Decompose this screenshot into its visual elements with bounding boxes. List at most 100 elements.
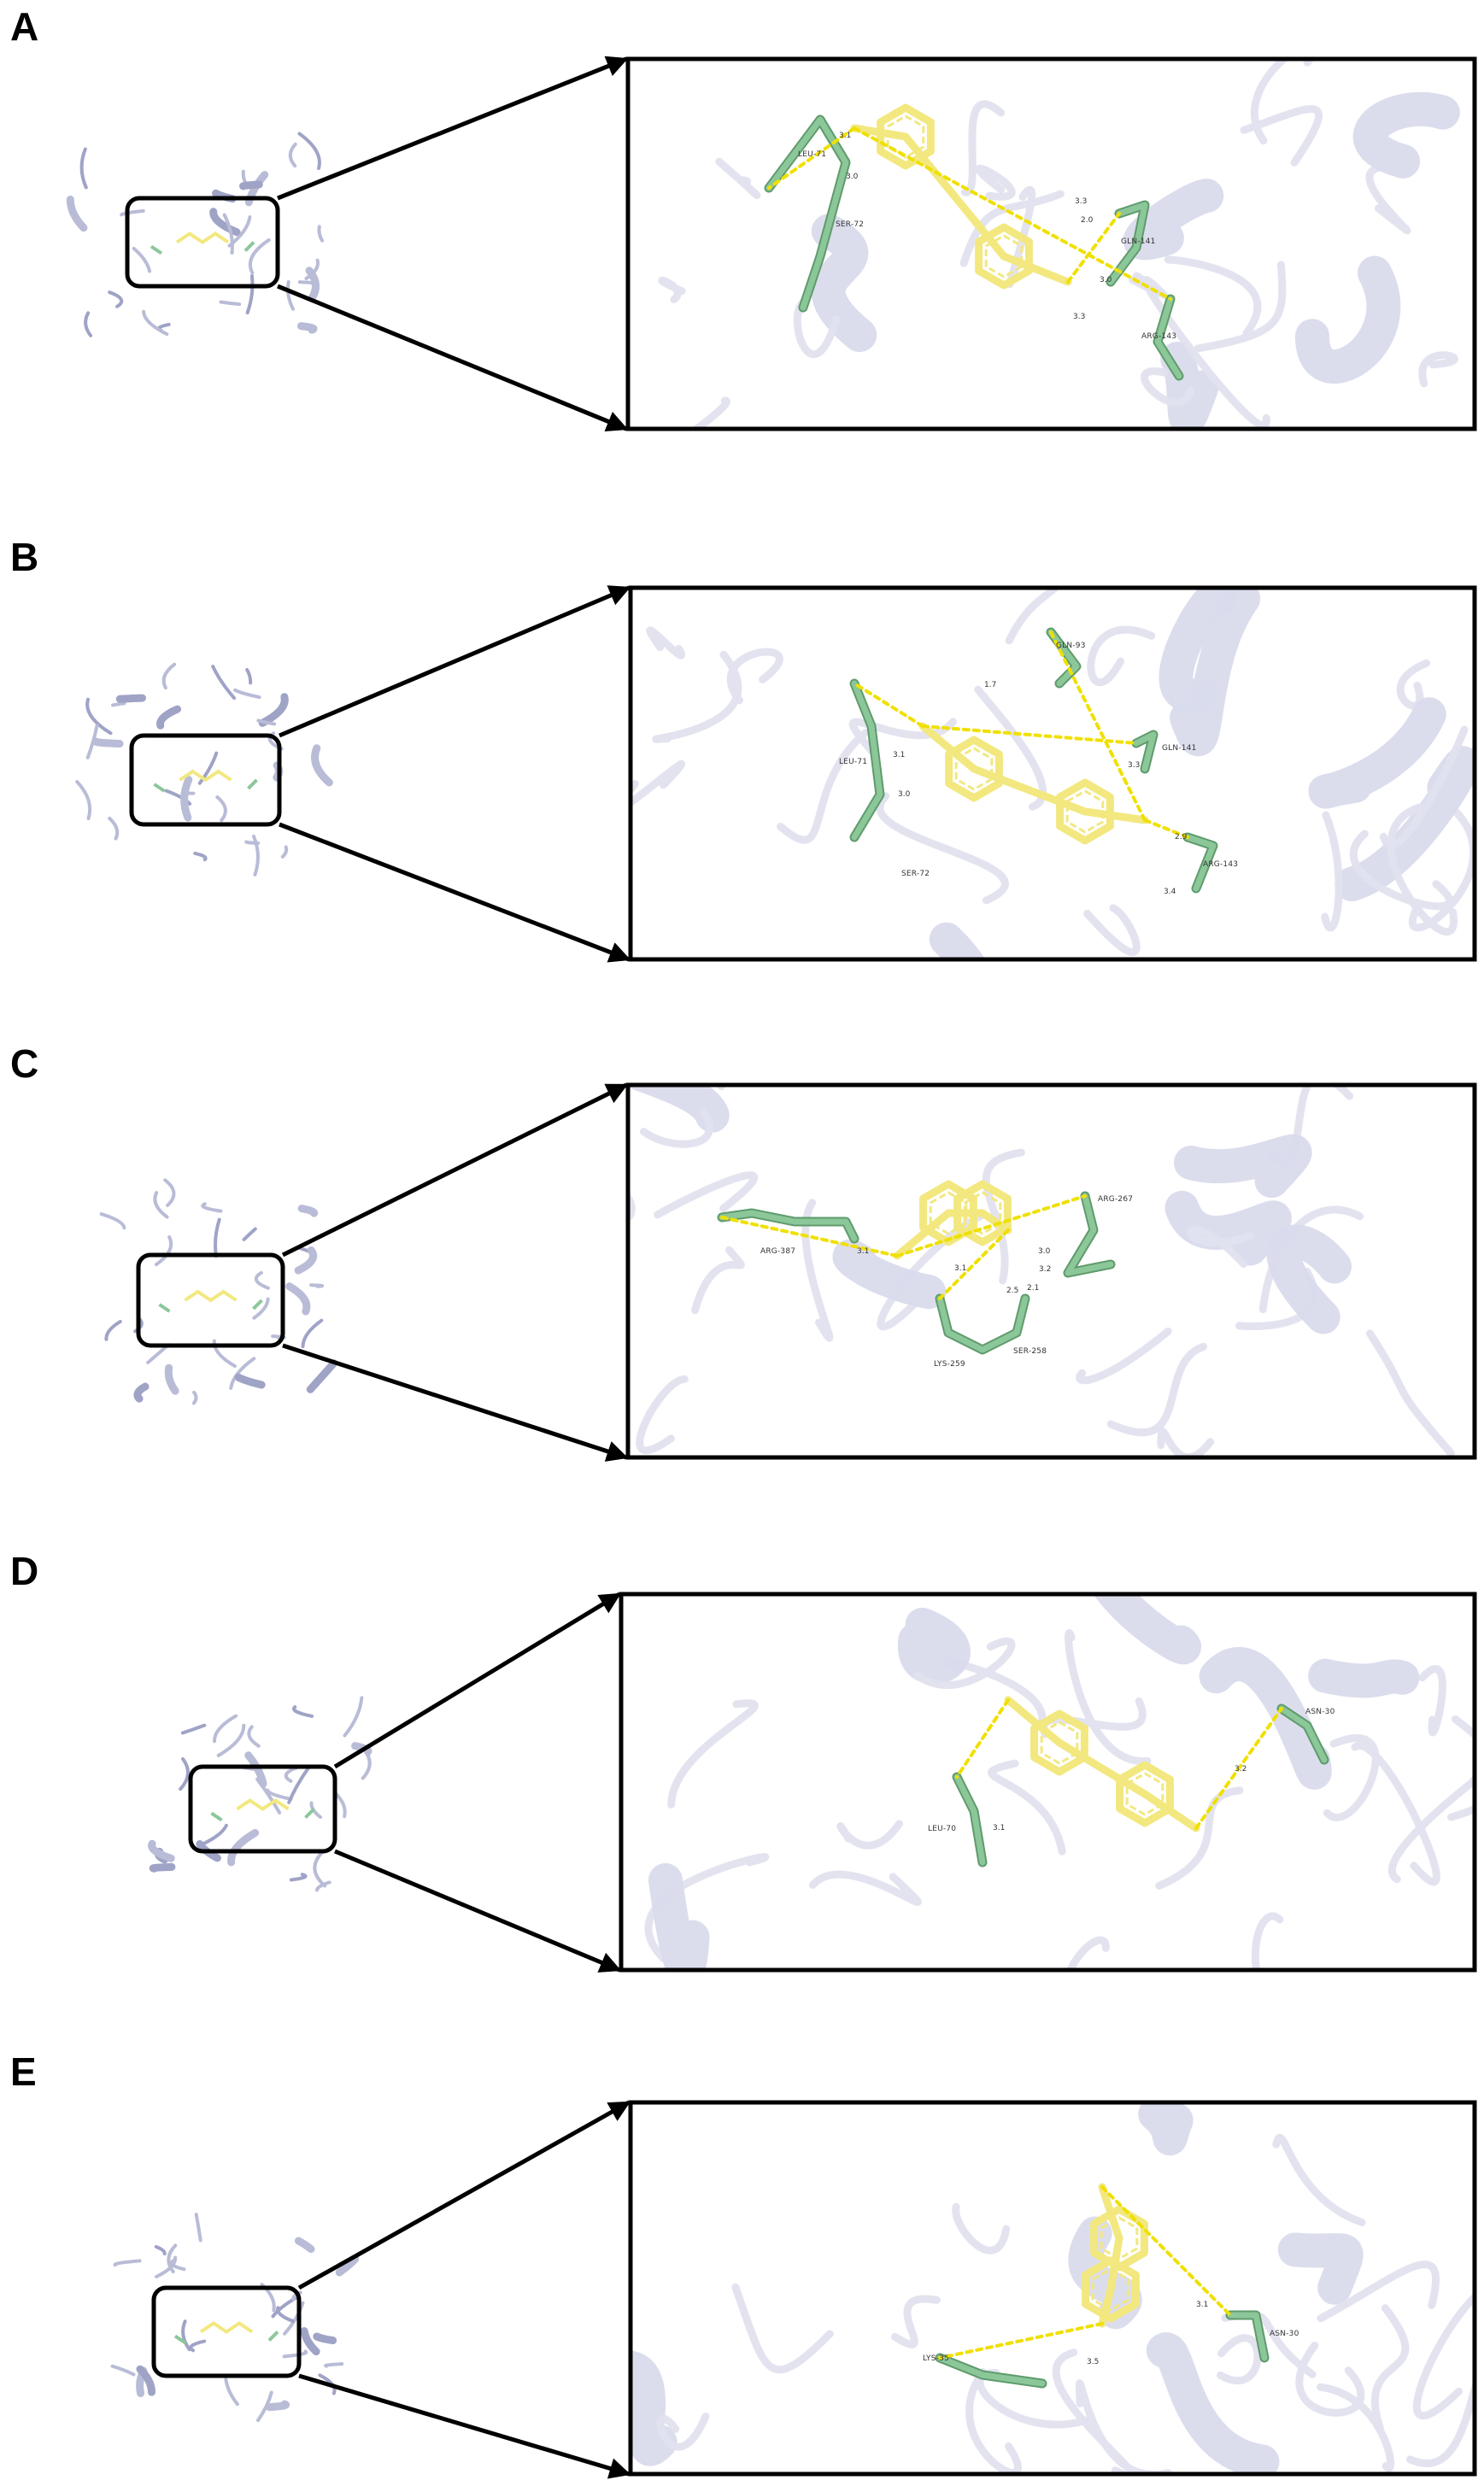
protein-ribbon — [289, 1873, 308, 1882]
protein-ribbon — [216, 1723, 246, 1757]
hydrogen-bond — [853, 126, 1172, 301]
protein-ribbon — [189, 2339, 207, 2353]
protein-ribbon — [975, 164, 1016, 201]
protein-ribbon — [214, 1217, 221, 1258]
protein-ribbon — [153, 1191, 169, 1219]
protein-ribbon — [142, 309, 169, 337]
protein-ribbon — [1087, 625, 1156, 687]
protein-ribbon — [296, 322, 318, 334]
protein-ribbon — [111, 701, 126, 707]
protein-ribbon — [1308, 697, 1446, 809]
protein-ribbon — [654, 1171, 759, 1219]
ligand-ring — [953, 1180, 1012, 1246]
thumbnail-selection-box — [188, 1764, 337, 1854]
zoom-arrow-top — [277, 56, 629, 201]
ligand-ring — [1056, 778, 1114, 845]
protein-ribbon — [179, 1757, 190, 1791]
thumbnail-ligand — [179, 769, 232, 783]
distance-label: 3.2 — [1039, 1265, 1052, 1274]
distance-label: 3.0 — [898, 790, 911, 799]
protein-ribbon — [191, 1390, 198, 1405]
protein-ribbon — [136, 2365, 156, 2396]
protein-ribbon — [1065, 1629, 1152, 1765]
zoom-frame — [628, 2100, 1477, 2477]
residue-label: LEU-71 — [798, 150, 827, 159]
protein-ribbon — [965, 2368, 1022, 2474]
protein-ribbon — [717, 1085, 725, 1091]
protein-ribbon — [311, 744, 333, 787]
distance-label: 2.5 — [1006, 1287, 1019, 1295]
protein-ribbon — [292, 1705, 314, 1718]
protein-ribbon — [113, 2259, 142, 2267]
distance-label: 2.9 — [1175, 833, 1188, 841]
residue-sticks — [936, 2354, 1046, 2387]
protein-ribbon — [212, 1339, 237, 1369]
ligand-aromatic-ring — [954, 747, 994, 791]
protein-ribbon — [201, 1202, 223, 1213]
protein-ribbon — [255, 1777, 282, 1815]
protein-ribbon — [1052, 2348, 1138, 2474]
protein-ribbon — [1251, 1912, 1284, 1970]
protein-ribbon — [104, 1320, 122, 1341]
protein-ribbon — [294, 2237, 315, 2254]
hydrogen-bond — [1066, 212, 1121, 284]
protein-ribbon — [193, 851, 208, 862]
ligand-ring — [975, 223, 1033, 290]
thumbnail-protein-structure — [148, 1696, 372, 1892]
protein-ribbon — [988, 1759, 1066, 1856]
panel-d — [148, 1592, 1477, 1973]
protein-ribbon — [252, 1297, 270, 1320]
protein-ribbon — [84, 311, 93, 337]
protein-ribbon — [1266, 1224, 1352, 1334]
protein-ribbon — [1418, 1665, 1446, 1737]
protein-ribbon — [1317, 2260, 1440, 2323]
protein-ribbon — [256, 2390, 273, 2422]
protein-ribbon — [181, 2319, 191, 2352]
protein-ribbon — [1371, 2304, 1410, 2432]
protein-ribbon — [222, 213, 234, 255]
protein-ribbon — [301, 1318, 324, 1349]
residue-label: SER-258 — [1013, 1347, 1047, 1356]
protein-ribbon — [652, 650, 742, 743]
protein-ribbon — [245, 667, 253, 685]
protein-ribbon — [1157, 1428, 1215, 1457]
protein-ribbon — [777, 729, 870, 844]
distance-label: 3.1 — [993, 1824, 1006, 1832]
protein-ribbon — [297, 1205, 319, 1217]
panel-label-c: C — [10, 1041, 39, 1086]
distance-label: 3.0 — [846, 173, 859, 181]
distance-label: 3.3 — [1075, 197, 1088, 206]
residue-label: ARG-143 — [1203, 860, 1239, 869]
thumbnail-selection-box — [129, 733, 282, 827]
protein-ribbon — [1387, 1774, 1475, 1884]
protein-ribbon — [1066, 1936, 1110, 1970]
protein-ribbon — [219, 300, 242, 307]
protein-ribbon — [1138, 2102, 1194, 2156]
thumbnail-residue — [158, 1299, 263, 1313]
protein-ribbon — [108, 816, 120, 841]
protein-ribbon — [245, 273, 255, 315]
zoom-arrow-bottom — [279, 822, 631, 963]
panel-c — [99, 1082, 1477, 1462]
protein-ribbon — [343, 1696, 364, 1738]
protein-ribbon — [960, 100, 1006, 196]
distance-label: 3.1 — [954, 1264, 967, 1273]
protein-ribbon — [133, 1382, 150, 1403]
protein-ribbon — [247, 1725, 261, 1748]
residue-sticks — [1047, 629, 1080, 687]
zoom-frame — [628, 585, 1477, 962]
protein-ribbon — [1123, 179, 1224, 261]
protein-ribbon — [148, 1839, 175, 1862]
panel-b — [75, 585, 1477, 963]
protein-ribbon — [793, 297, 841, 359]
protein-ribbon — [628, 1085, 730, 1133]
protein-ribbon — [691, 1246, 745, 1315]
zoom-view — [631, 2102, 1475, 2474]
protein-ribbon — [164, 1363, 179, 1395]
zoom-arrow-top — [281, 1082, 629, 1258]
protein-ribbon — [1365, 163, 1411, 235]
protein-ribbon — [283, 2301, 305, 2336]
residue-label: GLN-141 — [1162, 744, 1197, 753]
residue-sticks — [1133, 731, 1157, 772]
protein-ribbon — [1155, 1786, 1244, 1890]
